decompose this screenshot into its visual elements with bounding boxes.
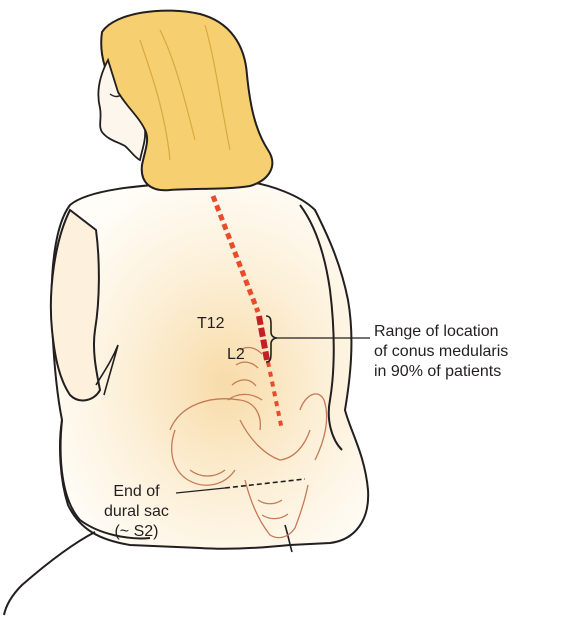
dural-caption-line-2: dural sac <box>104 502 169 522</box>
dural-caption-line-1: End of <box>104 482 169 502</box>
conus-range-caption: Range of location of conus medularis in … <box>374 322 508 382</box>
conus-caption-line-3: in 90% of patients <box>374 362 508 382</box>
conus-caption-line-1: Range of location <box>374 322 508 342</box>
vertebra-label-t12: T12 <box>197 314 225 334</box>
hair <box>101 11 272 191</box>
torso-outline <box>52 182 369 549</box>
conus-caption-line-2: of conus medularis <box>374 342 508 362</box>
seat-line <box>4 532 95 615</box>
vertebra-label-l2: L2 <box>227 345 245 365</box>
dural-caption-line-3: (~ S2) <box>104 522 169 542</box>
dural-sac-caption: End of dural sac (~ S2) <box>104 482 169 542</box>
